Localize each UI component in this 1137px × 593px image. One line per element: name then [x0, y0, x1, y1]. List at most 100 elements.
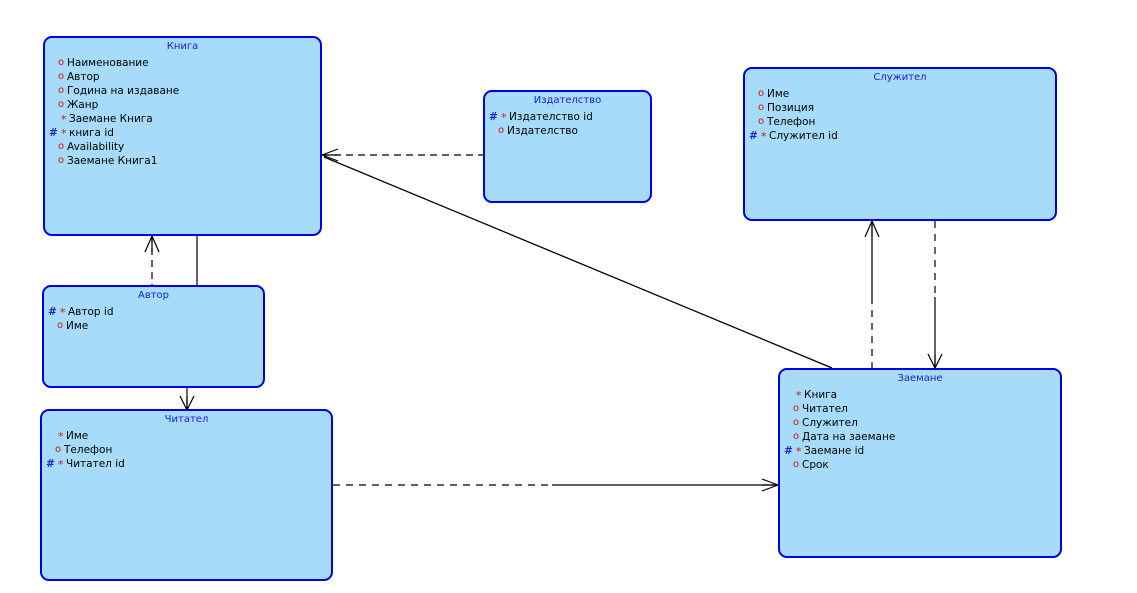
attribute-name: Срок — [802, 459, 829, 471]
crowfoot-marker — [179, 395, 195, 411]
primary-key-icon: # — [48, 306, 57, 318]
attribute-row[interactable]: #*книга id — [45, 126, 320, 140]
crowfoot-marker — [761, 478, 779, 492]
optional-icon: o — [793, 417, 800, 428]
attribute-name: Автор id — [68, 306, 114, 318]
entity-title: Заемане — [897, 373, 943, 384]
attribute-name: Жанр — [67, 99, 99, 111]
attribute-name: Заемане Книга — [69, 113, 153, 125]
crowfoot-marker — [144, 235, 160, 253]
optional-icon: o — [58, 141, 65, 152]
attribute-name: Име — [66, 320, 89, 332]
mandatory-icon: * — [796, 389, 802, 402]
optional-icon: o — [498, 125, 505, 136]
attribute-row[interactable]: #*Читател id — [42, 457, 331, 471]
primary-key-icon: # — [46, 458, 55, 470]
relationship-sluzhitel-zaemane-left[interactable] — [864, 220, 880, 368]
entity-title: Издателство — [533, 95, 602, 106]
attribute-name: Дата на заемане — [802, 431, 896, 443]
optional-icon: o — [55, 444, 62, 455]
optional-icon: o — [793, 403, 800, 414]
primary-key-icon: # — [784, 445, 793, 457]
attribute-name: Читател — [802, 403, 848, 415]
optional-icon: o — [758, 102, 765, 113]
optional-icon: o — [58, 99, 65, 110]
mandatory-icon: * — [761, 130, 767, 143]
attribute-row[interactable]: #*Служител id — [745, 129, 1055, 143]
optional-icon: o — [758, 116, 765, 127]
optional-icon: o — [793, 459, 800, 470]
primary-key-icon: # — [489, 111, 498, 123]
relationship-kniga-izdatelstvo[interactable] — [321, 148, 483, 162]
attribute-name: Позиция — [767, 102, 815, 114]
relationship-avtor-chitatel[interactable] — [179, 388, 195, 411]
primary-key-icon: # — [49, 127, 58, 139]
optional-icon: o — [758, 88, 765, 99]
optional-icon: o — [58, 71, 65, 82]
mandatory-icon: * — [501, 111, 507, 124]
entity-title: Книга — [166, 41, 199, 52]
attribute-name: Телефон — [767, 116, 816, 128]
primary-key-icon: # — [749, 130, 758, 142]
relationship-sluzhitel-zaemane-right[interactable] — [927, 221, 943, 369]
attribute-name: Автор — [67, 71, 100, 83]
relationship-chitatel-zaemane[interactable] — [333, 478, 779, 492]
mandatory-icon: * — [796, 445, 802, 458]
attribute-name: Име — [767, 88, 790, 100]
attribute-name: Издателство id — [509, 111, 593, 123]
attribute-row[interactable]: *Книга — [780, 388, 1060, 402]
attribute-row[interactable]: *Заемане Книга — [45, 112, 320, 126]
attribute-name: Наименование — [67, 57, 149, 69]
attribute-name: книга id — [69, 127, 114, 139]
attribute-name: Служител — [802, 417, 858, 429]
attribute-name: Година на издаване — [67, 85, 180, 97]
relationship-kniga-avtor-dashed[interactable] — [144, 235, 160, 285]
mandatory-icon: * — [58, 458, 64, 471]
mandatory-icon: * — [58, 430, 64, 443]
entity-title: Автор — [137, 290, 170, 301]
attribute-name: Читател id — [66, 458, 125, 470]
optional-icon: o — [793, 431, 800, 442]
attribute-row[interactable]: #*Заемане id — [780, 444, 1060, 458]
attribute-name: Издателство — [507, 125, 578, 137]
attribute-name: Име — [66, 430, 89, 442]
attribute-name: Служител id — [769, 130, 838, 142]
optional-icon: o — [58, 85, 65, 96]
crowfoot-marker — [927, 353, 943, 369]
mandatory-icon: * — [61, 113, 67, 126]
attribute-name: Книга — [804, 389, 838, 401]
attribute-row[interactable]: *Име — [42, 429, 331, 443]
mandatory-icon: * — [61, 127, 67, 140]
attribute-row[interactable]: #*Автор id — [44, 305, 263, 319]
entity-title: Читател — [164, 414, 209, 425]
attribute-row[interactable]: #*Издателство id — [485, 110, 650, 124]
optional-icon: o — [58, 57, 65, 68]
